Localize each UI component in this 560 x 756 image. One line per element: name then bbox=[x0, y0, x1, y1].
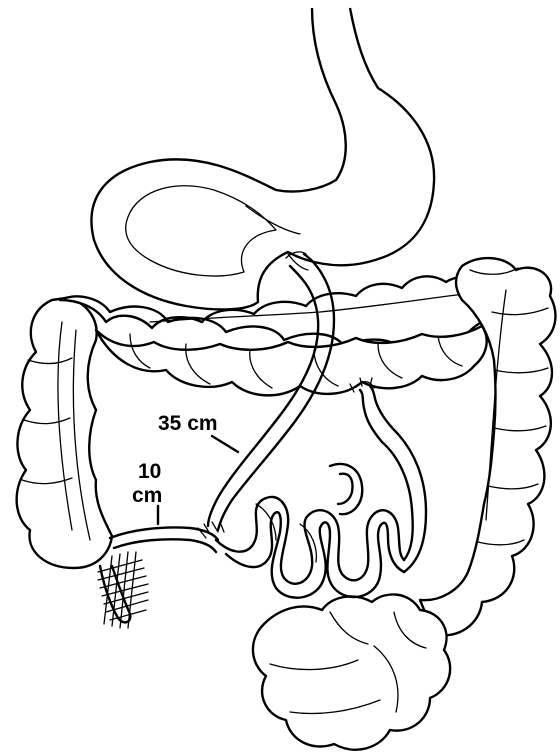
label-10cm-unit: cm bbox=[132, 484, 162, 507]
sigmoid-colon bbox=[253, 594, 450, 749]
label-35cm: 35 cm bbox=[158, 412, 218, 435]
small-bowel-loops bbox=[216, 378, 426, 598]
appendix bbox=[98, 552, 148, 628]
transverse-colon bbox=[60, 276, 506, 395]
ascending-colon bbox=[17, 298, 112, 568]
stomach bbox=[91, 8, 434, 309]
label-10cm-group: 10 cm bbox=[132, 460, 162, 524]
common-channel-limb bbox=[110, 527, 218, 552]
label-10cm-value: 10 bbox=[138, 460, 161, 483]
label-35cm-group: 35 cm bbox=[158, 412, 238, 452]
label-35cm-leader bbox=[212, 436, 238, 452]
